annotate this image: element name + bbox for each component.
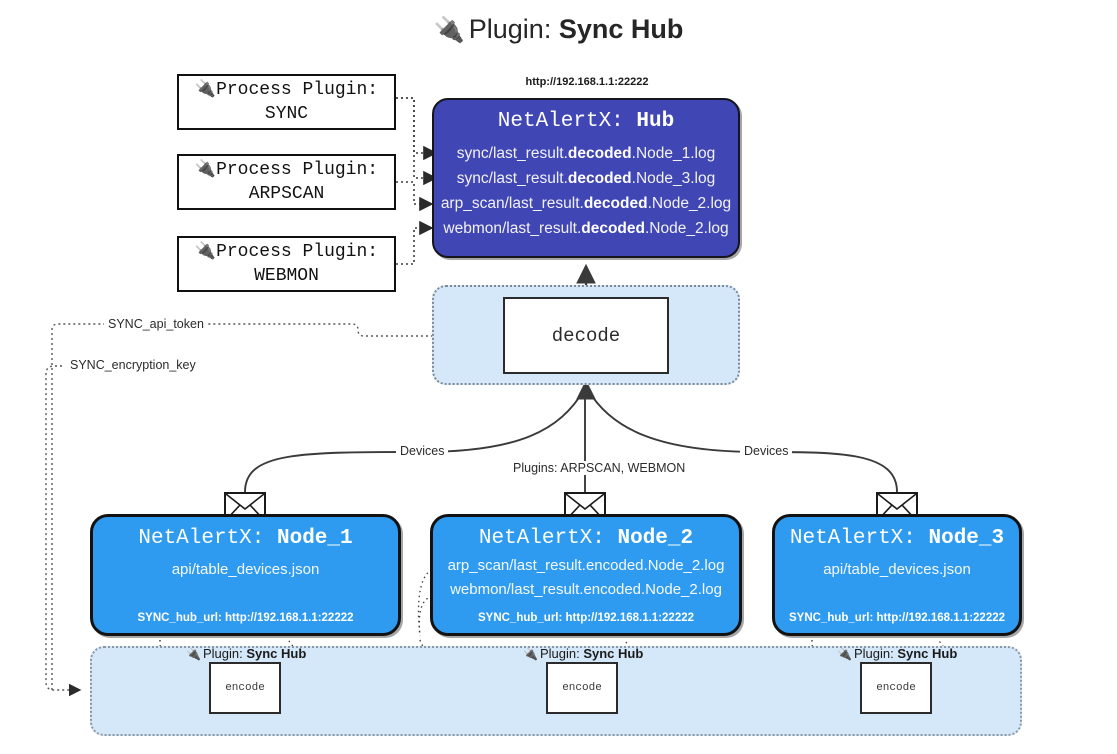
- process-plugin-label: 🔌Process Plugin:: [194, 240, 379, 262]
- plug-icon: 🔌: [194, 240, 217, 260]
- process-plugin-sync[interactable]: 🔌Process Plugin: SYNC: [177, 74, 396, 130]
- node-hub-url: SYNC_hub_url: http://192.168.1.1:22222: [788, 612, 1006, 624]
- encode-box-3[interactable]: encode: [860, 662, 932, 714]
- encoder-label-2: 🔌Plugin: Sync Hub: [523, 646, 644, 661]
- edge-label-plugins: Plugins: ARPSCAN, WEBMON: [509, 461, 690, 475]
- node-hub-url: SYNC_hub_url: http://192.168.1.1:22222: [477, 612, 695, 624]
- plug-icon: 🔌: [194, 78, 217, 98]
- node-line: api/table_devices.json: [171, 561, 320, 578]
- process-plugin-name: SYNC: [264, 104, 309, 124]
- node-3[interactable]: NetAlertX: Node_3 api/table_devices.json…: [772, 514, 1022, 636]
- node-line: api/table_devices.json: [823, 561, 971, 578]
- encoder-label-1: 🔌Plugin: Sync Hub: [186, 646, 307, 661]
- hub-title: NetAlertX: Hub: [497, 110, 675, 133]
- process-plugin-name: WEBMON: [254, 266, 319, 286]
- node-line: webmon/last_result.encoded.Node_2.log: [450, 581, 722, 598]
- node-1[interactable]: NetAlertX: Node_1 api/table_devices.json…: [90, 514, 401, 636]
- hub-node[interactable]: NetAlertX: Hub sync/last_result.decoded.…: [432, 98, 740, 258]
- hub-log-line: sync/last_result.decoded.Node_3.log: [456, 170, 716, 188]
- node-title: NetAlertX: Node_3: [789, 527, 1005, 550]
- node-2[interactable]: NetAlertX: Node_2 arp_scan/last_result.e…: [430, 514, 742, 636]
- plug-icon: 🔌: [433, 16, 465, 44]
- process-plugin-name: ARPSCAN: [248, 184, 325, 204]
- node-line: arp_scan/last_result.encoded.Node_2.log: [447, 557, 725, 574]
- edge-label-devices-left: Devices: [396, 444, 449, 458]
- plug-icon: 🔌: [186, 647, 201, 661]
- plug-icon: 🔌: [837, 647, 852, 661]
- hub-log-line: arp_scan/last_result.decoded.Node_2.log: [440, 195, 732, 213]
- process-plugin-webmon[interactable]: 🔌Process Plugin: WEBMON: [177, 236, 396, 292]
- edge-label-api-token: SYNC_api_token: [104, 317, 208, 331]
- node-title: NetAlertX: Node_1: [138, 527, 353, 550]
- hub-url-label: http://192.168.1.1:22222: [525, 76, 649, 88]
- edge-label-encryption-key: SYNC_encryption_key: [66, 358, 200, 372]
- page-title: 🔌Plugin: Sync Hub: [0, 14, 1117, 45]
- hub-log-line: webmon/last_result.decoded.Node_2.log: [443, 220, 729, 238]
- plug-icon: 🔌: [523, 647, 538, 661]
- process-plugin-label: 🔌Process Plugin:: [194, 78, 379, 100]
- node-hub-url: SYNC_hub_url: http://192.168.1.1:22222: [137, 612, 354, 624]
- page-title-name: Sync Hub: [558, 14, 684, 44]
- page-title-prefix: Plugin:: [468, 14, 552, 44]
- process-plugin-label: 🔌Process Plugin:: [194, 158, 379, 180]
- hub-log-line: sync/last_result.decoded.Node_1.log: [456, 145, 716, 162]
- plug-icon: 🔌: [194, 158, 217, 178]
- encode-box-2[interactable]: encode: [546, 662, 618, 714]
- edge-label-devices-right: Devices: [740, 444, 793, 458]
- process-plugin-arpscan[interactable]: 🔌Process Plugin: ARPSCAN: [177, 154, 396, 210]
- encoder-label-3: 🔌Plugin: Sync Hub: [837, 646, 958, 661]
- encode-box-1[interactable]: encode: [209, 662, 281, 714]
- node-title: NetAlertX: Node_2: [478, 527, 694, 550]
- decode-box[interactable]: decode: [503, 297, 669, 374]
